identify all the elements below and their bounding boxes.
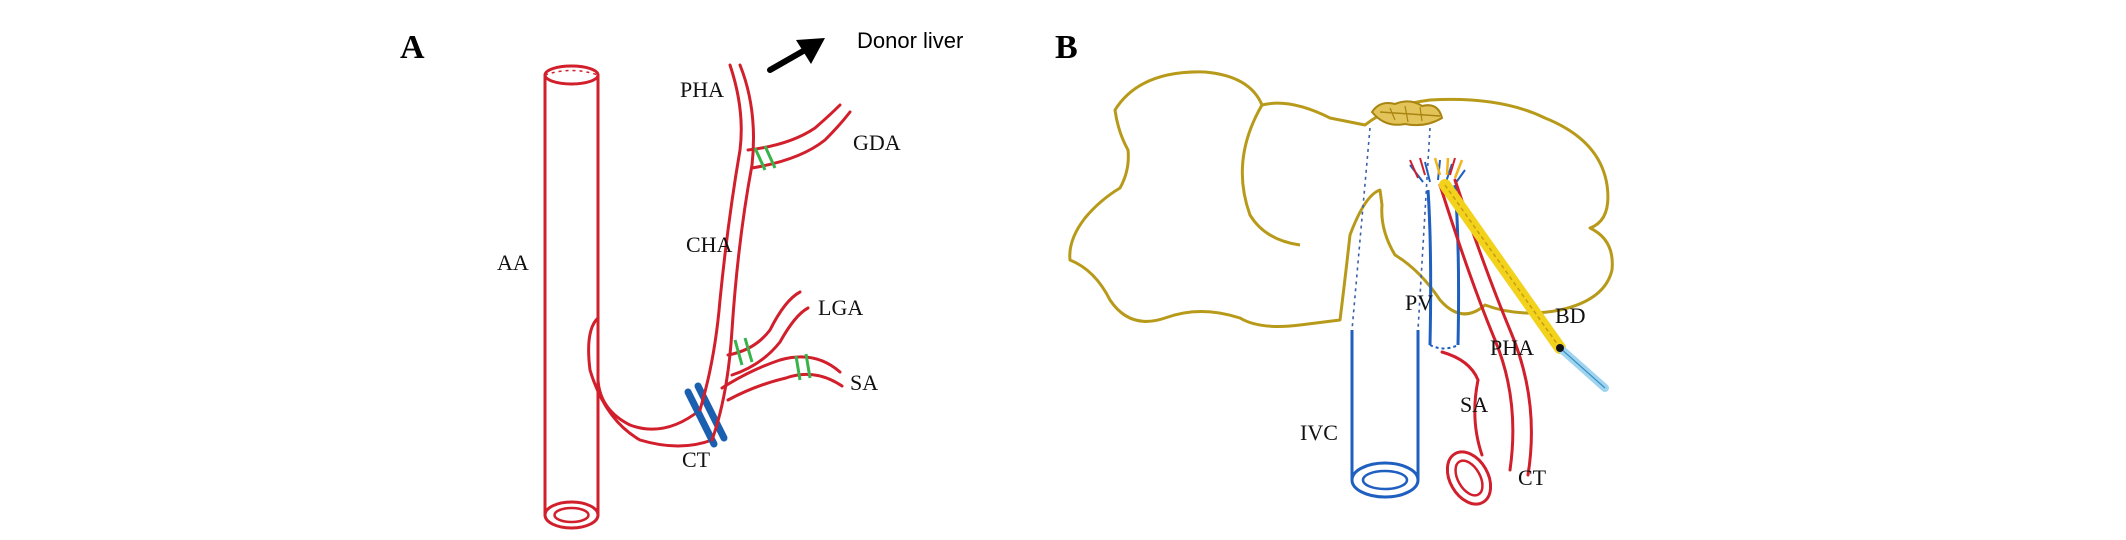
bile-duct-stent <box>1433 157 1609 392</box>
ivc-intrahepatic <box>1351 127 1431 331</box>
liver-outline <box>1068 70 1614 328</box>
label-gda: GDA <box>853 130 901 155</box>
abdominal-aorta <box>543 64 600 530</box>
clamp-1 <box>684 388 718 448</box>
hepatic-vein-cuff <box>1370 100 1444 127</box>
panel-b-letter: B <box>1055 29 1078 66</box>
clamp-2 <box>694 382 728 442</box>
clip-gda <box>753 145 777 171</box>
label-sa-b: SA <box>1460 392 1488 417</box>
label-ivc: IVC <box>1300 420 1338 445</box>
label-bd: BD <box>1555 303 1586 328</box>
splenic-artery <box>720 355 844 402</box>
label-sa-a: SA <box>850 370 878 395</box>
label-pha-b: PHA <box>1490 335 1534 360</box>
label-pv: PV <box>1405 290 1433 315</box>
label-ct-a: CT <box>682 447 711 472</box>
celiac-trunk <box>587 316 728 448</box>
label-pha-a: PHA <box>680 77 724 102</box>
clip-lga <box>733 337 754 366</box>
panel-b: B <box>1055 29 1614 506</box>
clip-sa <box>794 353 812 381</box>
donor-liver-arrow-icon <box>767 38 825 73</box>
donor-liver-label: Donor liver <box>857 28 963 53</box>
left-gastric-artery <box>726 290 810 377</box>
label-lga: LGA <box>818 295 863 320</box>
label-cha: CHA <box>686 232 733 257</box>
inferior-vena-cava <box>1350 330 1420 499</box>
label-ct-b: CT <box>1518 465 1547 490</box>
gastroduodenal-artery <box>746 103 852 170</box>
panel-a-letter: A <box>400 29 425 66</box>
panel-a: A <box>400 28 963 530</box>
label-aa: AA <box>497 250 529 275</box>
liver-lobe-fissure <box>1240 104 1301 247</box>
